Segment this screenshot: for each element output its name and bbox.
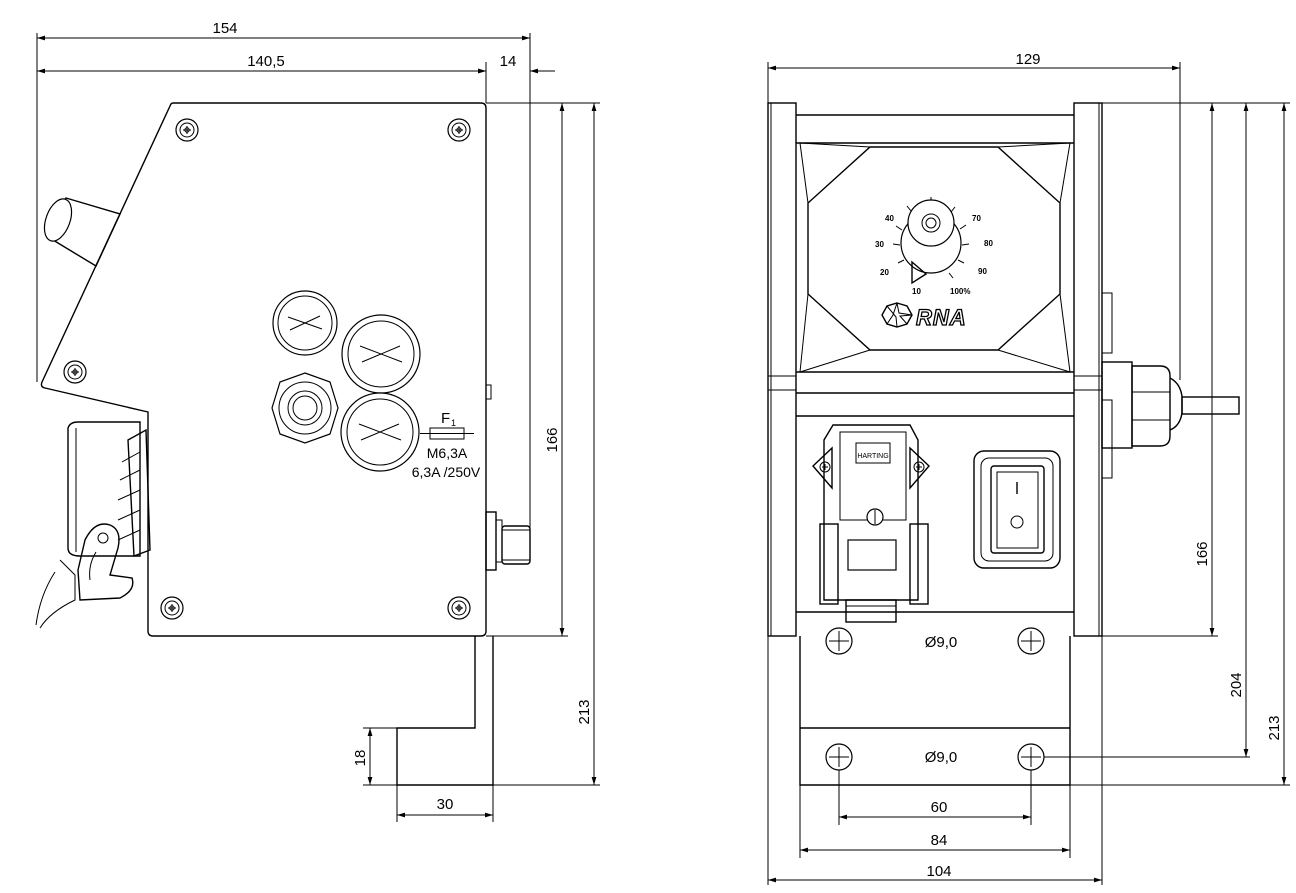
dial-label-70: 70 — [972, 214, 981, 223]
dim-total-height: 213 — [576, 699, 593, 724]
dim-body-height: 166 — [544, 427, 561, 452]
dim-plate-width: 84 — [931, 832, 948, 849]
left-side-connector — [35, 421, 151, 629]
fuse-type: M6,3A — [427, 445, 468, 461]
dim-body-width: 140,5 — [247, 53, 285, 70]
harting-connector: HARTING — [812, 424, 930, 623]
dim-foot-height: 18 — [352, 750, 369, 767]
blanking-plug-large-lower — [340, 392, 420, 472]
dial-label-30: 30 — [875, 240, 884, 249]
left-body-outline — [40, 102, 487, 637]
dim-right-body-height: 166 — [1194, 541, 1211, 566]
cable-gland-icon — [271, 372, 339, 444]
left-screw-icon — [160, 596, 184, 620]
side-notch — [485, 384, 492, 400]
mount-hole-icon — [1017, 743, 1045, 771]
dim-hole-spacing: 60 — [931, 799, 948, 816]
dim-right-total-height: 213 — [1266, 715, 1283, 740]
fuse-label: F — [441, 410, 450, 427]
mount-hole-icon — [825, 627, 853, 655]
dial-label-20: 20 — [880, 268, 889, 277]
rna-logo: RNA — [881, 302, 967, 331]
left-mount-foot — [396, 636, 494, 786]
brand-text: RNA — [916, 305, 967, 330]
left-flange — [767, 102, 797, 637]
dial-label-10: 10 — [912, 287, 921, 296]
dial-ticks — [892, 197, 970, 279]
left-screw-icon — [447, 118, 471, 142]
right-cable-gland — [1101, 292, 1240, 479]
mount-hole-icon — [825, 743, 853, 771]
m12-connector — [485, 511, 531, 571]
fuse-label-sub: 1 — [451, 418, 456, 428]
right-view: 10 20 30 40 70 80 90 100% RNA HARTING — [767, 51, 1290, 885]
right-dimensions: 129 166 204 213 60 84 104 — [767, 51, 1290, 885]
dial-pointer — [911, 260, 928, 285]
dim-right-overall-width: 129 — [1015, 51, 1040, 68]
control-panel — [799, 142, 1071, 373]
dial-label-40: 40 — [885, 214, 894, 223]
dial-label-100: 100% — [950, 287, 970, 296]
speed-dial[interactable]: 10 20 30 40 70 80 90 100% — [875, 197, 993, 296]
dim-height-to-holes: 204 — [1228, 672, 1245, 697]
mounting-plate: Ø9,0 Ø9,0 — [799, 627, 1071, 786]
right-flange — [1073, 102, 1103, 637]
hole-dia-top: Ø9,0 — [925, 634, 958, 651]
dial-label-80: 80 — [984, 239, 993, 248]
dim-overall-width: 154 — [212, 20, 237, 37]
fuse-rating: 6,3A /250V — [412, 464, 481, 480]
dim-foot-width: 30 — [437, 796, 454, 813]
harting-label: HARTING — [857, 453, 888, 460]
left-screw-icon — [447, 596, 471, 620]
left-dimensions: 154 140,5 14 166 213 18 30 — [36, 20, 600, 822]
left-screw-icon — [63, 360, 87, 384]
left-screw-icon — [175, 118, 199, 142]
blanking-plug-large — [341, 314, 421, 394]
left-view: F 1 M6,3A 6,3A /250V 154 140,5 — [35, 20, 600, 822]
dim-connector-depth: 14 — [500, 53, 517, 70]
mount-hole-icon — [1017, 627, 1045, 655]
hole-dia-bottom: Ø9,0 — [925, 749, 958, 766]
dial-label-90: 90 — [978, 267, 987, 276]
blanking-plug-small — [272, 290, 338, 356]
dim-base-width: 104 — [926, 863, 951, 880]
power-switch[interactable] — [973, 450, 1061, 569]
fuse-symbol: F 1 M6,3A 6,3A /250V — [412, 410, 481, 480]
